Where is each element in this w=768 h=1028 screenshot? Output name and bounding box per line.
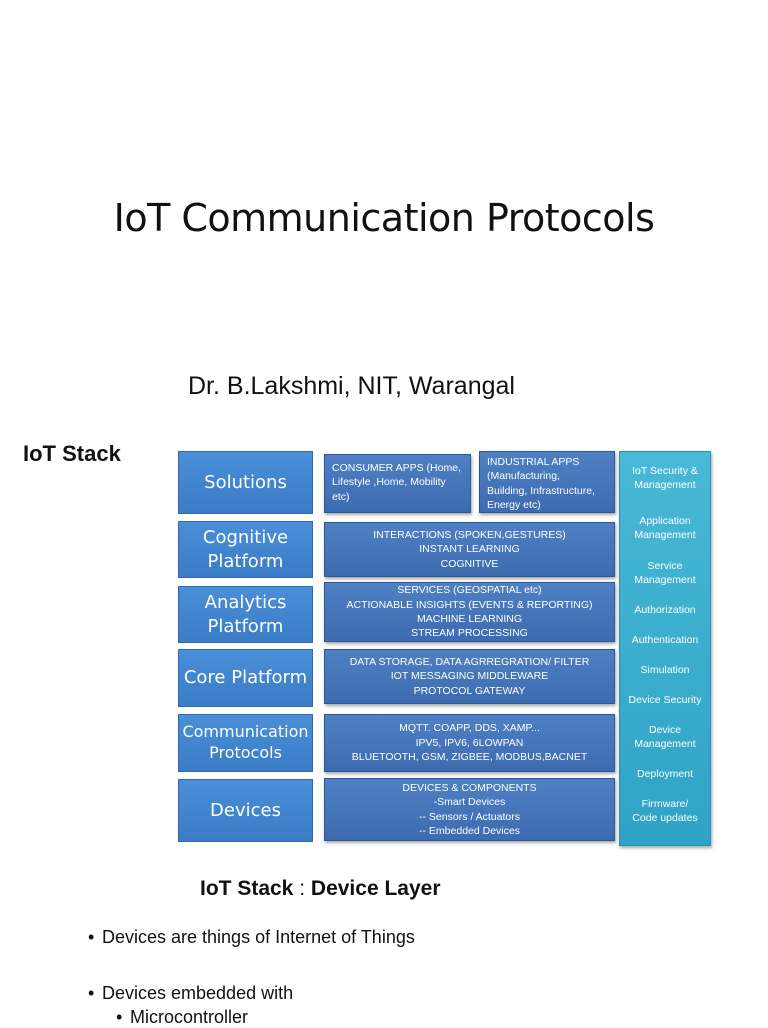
layer-cognitive-platform: Cognitive Platform — [178, 521, 313, 578]
side-line: Authorization — [634, 604, 696, 616]
layer-core-platform: Core Platform — [178, 649, 313, 707]
layer-analytics-platform: Analytics Platform — [178, 586, 313, 643]
side-line: Service — [647, 560, 683, 572]
detail-line: INSTANT LEARNING — [419, 543, 520, 556]
detail-line: -Smart Devices — [433, 796, 506, 809]
device-layer-heading: IoT Stack : Device Layer — [200, 877, 441, 901]
layer-devices: Devices — [178, 779, 313, 842]
side-item-service-management: Service Management — [620, 559, 710, 588]
layer-label: Platform — [207, 615, 284, 637]
detail-line: -- Embedded Devices — [419, 824, 520, 837]
bullet-text: Devices are things of Internet of Things — [102, 927, 415, 947]
detail-line: Building, Infrastructure, — [487, 484, 595, 497]
side-line: Management — [634, 529, 696, 542]
bullet-dot-icon: • — [88, 927, 95, 947]
side-line: Firmware/ — [641, 798, 689, 810]
stack-heading: IoT Stack — [23, 441, 121, 466]
layer-label: Communication — [182, 722, 309, 742]
slide-title: IoT Communication Protocols — [113, 196, 655, 240]
detail-line: IPV5, IPV6, 6LOWPAN — [415, 736, 524, 749]
heading-left: IoT Stack — [200, 877, 294, 900]
side-line: Deployment — [636, 768, 694, 780]
detail-line: SERVICES (GEOSPATIAL etc) — [397, 584, 542, 597]
detail-line: CONSUMER APPS (Home, — [332, 462, 461, 474]
side-line: Management — [634, 738, 696, 751]
layer-label: Core Platform — [183, 667, 308, 689]
iot-stack-diagram: Solutions Cognitive Platform Analytics P… — [176, 448, 713, 847]
side-line: Device Security — [628, 694, 702, 706]
side-item-device-security: Device Security — [620, 693, 710, 707]
detail-line: Lifestyle ,Home, Mobility — [332, 476, 446, 489]
side-item-firmware: Firmware/ Code updates — [620, 797, 710, 826]
side-line: Device — [648, 724, 682, 736]
sub-bullet-item: • Microcontroller — [116, 1007, 248, 1028]
bullet-item: • Devices embedded with — [88, 983, 293, 1004]
detail-line: (Manufacturing, — [487, 470, 560, 483]
detail-line: STREAM PROCESSING — [411, 627, 528, 640]
side-item-security: IoT Security & Management — [620, 464, 710, 493]
side-line: Code updates — [632, 812, 698, 825]
detail-line: PROTOCOL GATEWAY — [413, 684, 526, 697]
detail-line: INTERACTIONS (SPOKEN,GESTURES) — [373, 528, 566, 541]
detail-line: Energy etc) — [487, 499, 541, 512]
layer-label: Protocols — [209, 743, 282, 762]
heading-colon: : — [299, 877, 306, 900]
protocol-details: MQTT. COAPP, DDS, XAMP... IPV5, IPV6, 6L… — [324, 714, 615, 772]
detail-line: DEVICES & COMPONENTS — [402, 781, 537, 794]
layer-label: Platform — [207, 550, 284, 572]
side-item-simulation: Simulation — [620, 663, 710, 677]
side-line: Management — [634, 479, 696, 492]
detail-line: etc) — [332, 490, 350, 503]
core-details: DATA STORAGE, DATA AGRREGRATION/ FILTER … — [324, 649, 615, 704]
device-details: DEVICES & COMPONENTS -Smart Devices -- S… — [324, 778, 615, 841]
side-line: Application — [639, 515, 691, 527]
side-item-application-management: Application Management — [620, 514, 710, 543]
detail-line: INDUSTRIAL APPS — [487, 456, 580, 468]
layer-label: Devices — [210, 799, 281, 821]
side-line: Management — [634, 574, 696, 587]
detail-line: -- Sensors / Actuators — [419, 810, 520, 823]
side-item-deployment: Deployment — [620, 767, 710, 781]
bullet-item: • Devices are things of Internet of Thing… — [88, 927, 415, 948]
detail-line: MQTT. COAPP, DDS, XAMP... — [399, 722, 540, 735]
layer-communication-protocols: Communication Protocols — [178, 714, 313, 772]
security-management-column: IoT Security & Management Application Ma… — [619, 451, 711, 846]
side-line: IoT Security & — [632, 465, 698, 477]
detail-line: BLUETOOTH, GSM, ZIGBEE, MODBUS,BACNET — [351, 751, 588, 764]
bullet-dot-icon: • — [88, 983, 95, 1003]
consumer-apps-box: CONSUMER APPS (Home, Lifestyle ,Home, Mo… — [324, 454, 471, 513]
bullet-dot-icon: • — [116, 1007, 123, 1027]
side-item-device-management: Device Management — [620, 723, 710, 752]
bullet-text: Devices embedded with — [102, 983, 294, 1003]
layer-label: Analytics — [204, 592, 287, 614]
detail-line: ACTIONABLE INSIGHTS (EVENTS & REPORTING) — [346, 598, 593, 611]
industrial-apps-box: INDUSTRIAL APPS (Manufacturing, Building… — [479, 451, 615, 513]
analytics-details: SERVICES (GEOSPATIAL etc) ACTIONABLE INS… — [324, 582, 615, 642]
side-line: Simulation — [640, 664, 690, 676]
layer-label: Cognitive — [202, 527, 289, 549]
detail-line: IOT MESSAGING MIDDLEWARE — [390, 670, 549, 683]
layer-solutions: Solutions — [178, 451, 313, 514]
detail-line: DATA STORAGE, DATA AGRREGRATION/ FILTER — [349, 655, 590, 668]
side-item-authorization: Authorization — [620, 603, 710, 617]
side-line: Authentication — [631, 634, 699, 646]
author-line: Dr. B.Lakshmi, NIT, Warangal — [188, 372, 515, 400]
layer-label: Solutions — [204, 471, 287, 493]
detail-line: COGNITIVE — [440, 557, 499, 570]
heading-right: Device Layer — [310, 877, 441, 900]
bullet-text: Microcontroller — [130, 1007, 249, 1027]
cognitive-details: INTERACTIONS (SPOKEN,GESTURES) INSTANT L… — [324, 522, 615, 577]
detail-line: MACHINE LEARNING — [416, 613, 522, 625]
side-item-authentication: Authentication — [620, 633, 710, 647]
